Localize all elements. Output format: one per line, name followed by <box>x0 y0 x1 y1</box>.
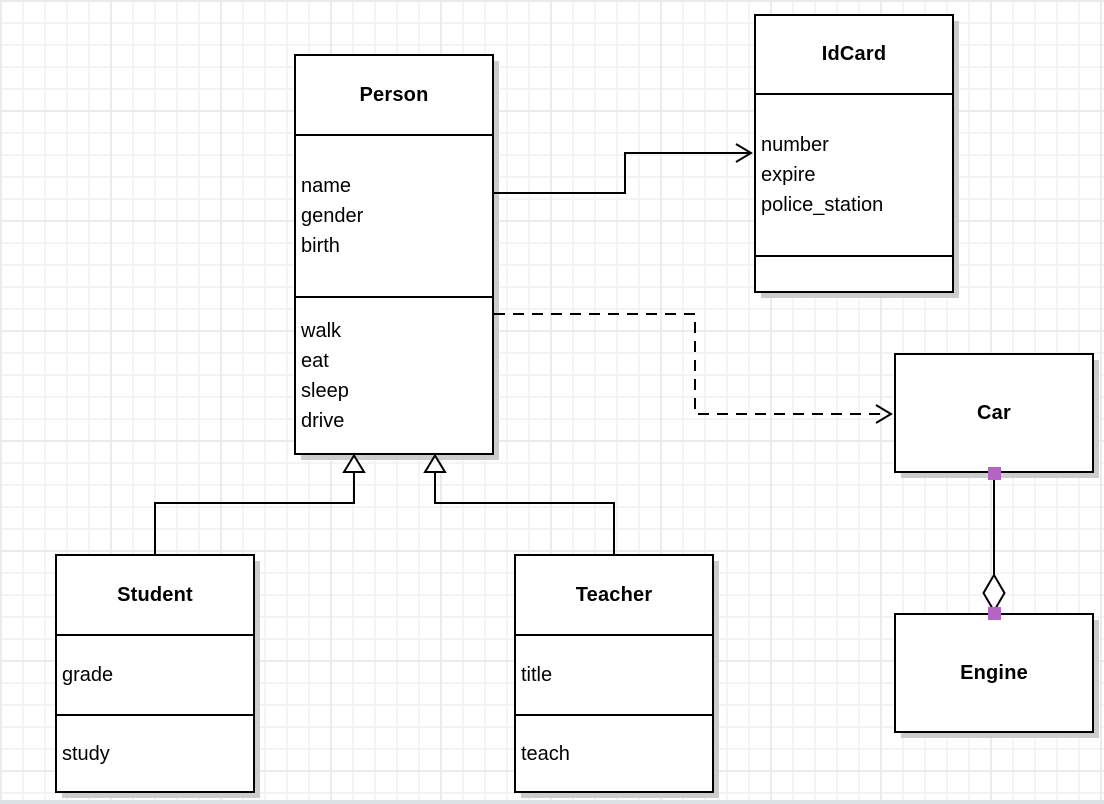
hollow-triangle-icon <box>423 453 447 473</box>
class-person-title: Person <box>359 83 429 106</box>
class-car-title: Car <box>977 401 1011 424</box>
attribute-label: gender <box>301 205 364 227</box>
class-car[interactable]: Car <box>894 353 1094 473</box>
method-label: study <box>62 742 110 765</box>
method-label: eat <box>301 349 329 372</box>
method-label: teach <box>521 742 570 765</box>
endpoint-handle-icon[interactable] <box>988 467 1001 480</box>
attribute-label: birth <box>301 235 340 257</box>
class-teacher-methods[interactable]: teach <box>516 714 712 791</box>
class-student-methods[interactable]: study <box>57 714 253 791</box>
class-engine[interactable]: Engine <box>894 613 1094 733</box>
hollow-triangle-icon <box>342 453 366 473</box>
canvas-bottom-edge <box>0 800 1104 804</box>
generalization-line[interactable] <box>154 471 355 554</box>
endpoint-handle-icon[interactable] <box>988 607 1001 620</box>
class-idcard-title: IdCard <box>821 43 887 65</box>
attribute-label: police_station <box>761 194 884 216</box>
dependency-line[interactable] <box>494 313 886 415</box>
attribute-label: number <box>761 134 829 156</box>
hollow-diamond-icon <box>982 573 1006 613</box>
class-student[interactable]: Student grade study <box>55 554 255 793</box>
attribute-label: title <box>521 664 553 686</box>
class-person[interactable]: Person name gender birth walk eat sleep … <box>294 54 494 455</box>
class-student-title: Student <box>117 583 193 606</box>
class-engine-title: Engine <box>960 661 1028 684</box>
class-idcard-attributes[interactable]: number expire police_station <box>756 93 952 255</box>
class-person-attributes[interactable]: name gender birth <box>296 134 492 296</box>
class-student-attributes[interactable]: grade <box>57 634 253 714</box>
class-idcard-methods-empty[interactable] <box>756 255 952 291</box>
method-label: drive <box>301 409 345 432</box>
aggregation-car-engine[interactable] <box>982 467 1006 620</box>
association-person-idcard[interactable] <box>494 143 753 194</box>
class-teacher-title: Teacher <box>575 583 653 606</box>
generalization-teacher-person[interactable] <box>423 453 615 555</box>
method-label: sleep <box>301 379 349 402</box>
open-arrowhead-icon <box>735 143 753 163</box>
class-teacher-attributes[interactable]: title <box>516 634 712 714</box>
open-arrowhead-icon <box>875 404 893 424</box>
attribute-label: expire <box>761 164 816 186</box>
method-label: walk <box>301 319 342 342</box>
attribute-label: grade <box>62 664 114 686</box>
dependency-person-car[interactable] <box>494 313 893 424</box>
attribute-label: name <box>301 175 352 197</box>
generalization-line[interactable] <box>434 471 615 554</box>
association-line[interactable] <box>494 152 750 194</box>
generalization-student-person[interactable] <box>154 453 366 555</box>
class-person-methods[interactable]: walk eat sleep drive <box>296 296 492 453</box>
class-teacher[interactable]: Teacher title teach <box>514 554 714 793</box>
class-idcard[interactable]: IdCard number expire police_station <box>754 14 954 293</box>
